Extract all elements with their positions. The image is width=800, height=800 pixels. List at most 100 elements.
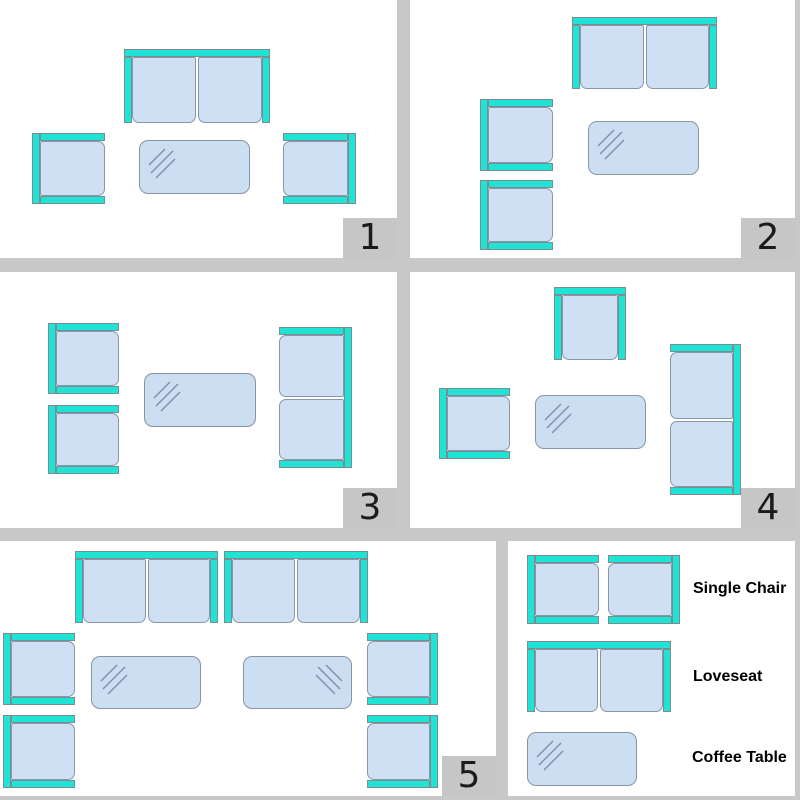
- sofa-back: [480, 99, 488, 171]
- sofa-arm: [535, 616, 599, 624]
- sofa-arm: [224, 559, 232, 623]
- glass-shine-icon: [544, 403, 572, 434]
- panel-number: 2: [756, 217, 780, 258]
- sofa-arm: [447, 388, 510, 396]
- sofa-seat: [198, 57, 262, 123]
- sofa-arm: [447, 451, 510, 459]
- single-chair: [48, 405, 119, 474]
- panel-number-plate: 2: [741, 218, 795, 258]
- sofa-seat: [56, 413, 119, 466]
- coffee-table: [144, 373, 256, 427]
- loveseat: [670, 344, 741, 495]
- single-chair: [367, 633, 438, 705]
- sofa-seat: [40, 141, 105, 196]
- coffee-table: [588, 121, 699, 175]
- layout-panel-3: 3: [0, 272, 397, 528]
- sofa-arm: [608, 616, 672, 624]
- panel-number-plate: 1: [343, 218, 397, 258]
- single-chair: [480, 180, 553, 250]
- sofa-arm: [554, 295, 562, 360]
- sofa-back: [527, 641, 671, 649]
- sofa-arm: [56, 405, 119, 413]
- sofa-seat: [608, 563, 672, 616]
- panel-number: 5: [457, 755, 481, 796]
- sofa-arm: [262, 57, 270, 123]
- loveseat: [572, 17, 717, 89]
- sofa-arm: [367, 697, 430, 705]
- sofa-seat: [447, 396, 510, 451]
- glass-shine-icon: [315, 664, 343, 695]
- sofa-seat: [11, 641, 75, 697]
- single-chair: [283, 133, 356, 204]
- single-chair: [439, 388, 510, 459]
- glass-shine-icon: [100, 664, 128, 695]
- sofa-back: [430, 715, 438, 788]
- sofa-seat: [562, 295, 618, 360]
- sofa-arm: [670, 487, 733, 495]
- sofa-arm: [11, 697, 75, 705]
- sofa-arm: [663, 649, 671, 712]
- sofa-arm: [709, 25, 717, 89]
- sofa-seat: [645, 25, 709, 89]
- sofa-arm: [56, 323, 119, 331]
- sofa-back: [3, 633, 11, 705]
- sofa-arm: [618, 295, 626, 360]
- single-chair: [480, 99, 553, 171]
- sofa-seat: [283, 141, 348, 196]
- sofa-seat: [279, 335, 344, 397]
- single-chair: [32, 133, 105, 204]
- sofa-arm: [360, 559, 368, 623]
- sofa-seat: [488, 107, 553, 163]
- loveseat: [527, 641, 671, 712]
- sofa-arm: [11, 780, 75, 788]
- layout-panel-2: 2: [410, 0, 795, 258]
- sofa-back: [733, 344, 741, 495]
- sofa-seat: [670, 420, 733, 487]
- sofa-arm: [40, 133, 105, 141]
- sofa-seat: [580, 25, 644, 89]
- glass-shine-icon: [153, 381, 181, 412]
- sofa-arm: [367, 715, 430, 723]
- sofa-seat: [535, 649, 598, 712]
- sofa-arm: [488, 242, 553, 250]
- single-chair: [527, 555, 599, 624]
- sofa-seat: [670, 352, 733, 419]
- sofa-back: [48, 323, 56, 394]
- sofa-back: [344, 327, 352, 468]
- coffee-table: [139, 140, 250, 194]
- sofa-arm: [527, 649, 535, 712]
- loveseat: [124, 49, 270, 123]
- sofa-seat: [600, 649, 663, 712]
- panel-number-plate: 5: [442, 756, 496, 796]
- single-chair: [608, 555, 680, 624]
- sofa-seat: [11, 723, 75, 780]
- single-chair: [554, 287, 626, 360]
- single-chair: [3, 633, 75, 705]
- coffee-table: [535, 395, 646, 449]
- sofa-seat: [488, 188, 553, 242]
- sofa-back: [75, 551, 218, 559]
- single-chair: [3, 715, 75, 788]
- sofa-back: [480, 180, 488, 250]
- sofa-back: [3, 715, 11, 788]
- sofa-back: [672, 555, 680, 624]
- loveseat: [279, 327, 352, 468]
- panel-number: 1: [358, 217, 382, 258]
- glass-shine-icon: [148, 148, 176, 179]
- legend-label: Single Chair: [693, 580, 787, 597]
- sofa-arm: [572, 25, 580, 89]
- sofa-seat: [279, 398, 344, 460]
- layout-panel-4: 4: [410, 272, 795, 528]
- sofa-back: [48, 405, 56, 474]
- sofa-back: [572, 17, 717, 25]
- sofa-back: [430, 633, 438, 705]
- loveseat: [75, 551, 218, 623]
- sofa-arm: [279, 460, 344, 468]
- glass-shine-icon: [536, 740, 564, 771]
- panel-number: 3: [358, 487, 382, 528]
- sofa-back: [124, 49, 270, 57]
- sofa-seat: [232, 559, 295, 623]
- panel-number-plate: 4: [741, 488, 795, 528]
- sofa-arm: [488, 99, 553, 107]
- sofa-arm: [279, 327, 344, 335]
